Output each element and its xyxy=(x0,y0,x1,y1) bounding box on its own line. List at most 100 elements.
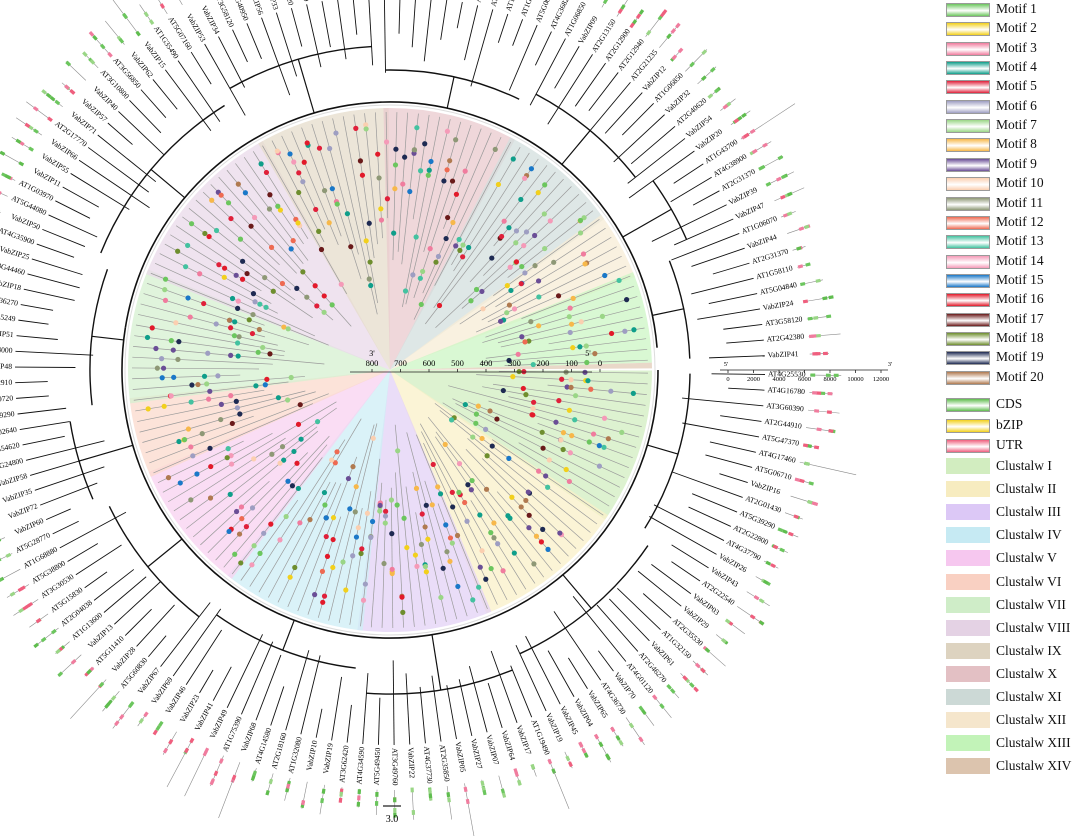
motif-track xyxy=(504,359,648,366)
gene-exon-block xyxy=(825,373,831,377)
tip-branch xyxy=(446,685,457,740)
gene-exon-block xyxy=(41,89,47,95)
gene-exon-block xyxy=(411,810,416,815)
motif-block xyxy=(427,246,433,252)
motif-track xyxy=(437,503,478,613)
gene-exon-block xyxy=(356,801,361,807)
motif-block xyxy=(468,487,474,493)
motif-track xyxy=(485,338,647,359)
root-arc xyxy=(303,587,547,639)
motif-block xyxy=(526,525,532,531)
motif-block xyxy=(369,518,376,525)
tip-branch xyxy=(598,650,614,672)
motif-block xyxy=(391,230,397,236)
tip-label: AT1G49720 xyxy=(0,393,14,405)
motif-block xyxy=(586,439,592,445)
gene-exon-block xyxy=(743,133,750,139)
tip-branch xyxy=(114,581,162,625)
gene-exon-block xyxy=(393,812,397,818)
motif-block xyxy=(144,334,151,341)
motif-block xyxy=(345,475,352,482)
gene-exon-block xyxy=(628,722,635,729)
motif-track xyxy=(413,136,502,320)
legend-swatch xyxy=(946,527,990,544)
motif-block xyxy=(161,403,167,409)
gene-exon-block xyxy=(700,75,707,81)
motif-block xyxy=(323,515,329,521)
tip-branch xyxy=(671,544,709,569)
clade-node-arc xyxy=(385,69,520,100)
motif-block xyxy=(453,137,459,143)
gene-exon-block xyxy=(92,34,98,41)
gene-exon-block xyxy=(446,792,451,798)
gene-exon-block xyxy=(799,478,805,484)
motif-block xyxy=(518,504,524,510)
motif-block xyxy=(567,450,573,456)
motif-block xyxy=(370,435,376,441)
motif-block xyxy=(294,460,300,466)
motif-block xyxy=(601,415,608,421)
motif-block xyxy=(321,309,327,315)
motif-block xyxy=(338,281,344,287)
motif-block xyxy=(324,553,331,560)
motif-block xyxy=(510,156,516,162)
tip-branch xyxy=(512,19,524,46)
gene-exon-block xyxy=(465,798,470,805)
motif-block xyxy=(237,236,244,242)
gene-exon-block xyxy=(779,547,786,553)
tip-branch xyxy=(129,99,162,134)
motif-block xyxy=(536,323,542,329)
motif-block xyxy=(528,166,535,172)
legend-label: Clustalw VIII xyxy=(996,619,1071,635)
motif-block xyxy=(228,352,234,358)
motif-block xyxy=(202,230,208,237)
legend-label: Motif 7 xyxy=(996,117,1037,133)
gene-exon-block xyxy=(463,786,468,793)
gene-exon-block xyxy=(45,92,52,99)
tip-branch xyxy=(177,60,221,122)
clade-sector xyxy=(148,370,390,579)
tip-branch xyxy=(547,650,575,697)
legend-swatch xyxy=(946,3,990,17)
gene-exon-block xyxy=(615,735,621,741)
legend-swatch xyxy=(946,458,990,474)
tip-label: AT4G17460 xyxy=(758,448,797,465)
gene-long-intron xyxy=(218,780,234,819)
motif-block xyxy=(355,525,361,531)
tip-branch xyxy=(456,1,463,29)
legend-label: Motif 16 xyxy=(996,291,1044,307)
tip-label: VabZIP68 xyxy=(239,721,258,753)
tip-label: VabZIP33 xyxy=(263,0,281,11)
clade-stem xyxy=(78,444,133,462)
motif-block xyxy=(321,293,327,299)
tip-label: VabZIP58 xyxy=(0,471,28,488)
motif-block xyxy=(522,270,528,276)
motif-block xyxy=(546,457,552,463)
motif-track xyxy=(231,457,323,575)
tip-branch xyxy=(190,51,212,85)
gene-exon-block xyxy=(86,669,92,675)
root-arc xyxy=(124,102,361,328)
gene-exon-block xyxy=(777,155,784,161)
motif-track xyxy=(188,208,291,291)
gene-exon-block xyxy=(138,718,144,724)
motif-block xyxy=(555,293,562,299)
motif-block xyxy=(285,326,291,332)
motif-block xyxy=(596,443,602,449)
gene-exon-block xyxy=(802,299,809,304)
motif-block xyxy=(238,504,245,510)
gene-long-intron xyxy=(761,103,796,126)
motif-block xyxy=(392,162,399,168)
legend-label: Motif 19 xyxy=(996,349,1044,365)
motif-track xyxy=(328,423,378,621)
tip-branch xyxy=(15,381,48,384)
motif-block xyxy=(188,221,195,227)
clade-stem xyxy=(431,634,442,691)
motif-track xyxy=(390,487,394,628)
gene-exon-block xyxy=(670,28,677,34)
tip-branch xyxy=(18,319,49,325)
gene-exon-block xyxy=(0,189,2,195)
motif-block xyxy=(183,264,189,270)
legend-item: Clustalw IX xyxy=(946,642,1079,659)
gene-exon-block xyxy=(159,3,165,9)
